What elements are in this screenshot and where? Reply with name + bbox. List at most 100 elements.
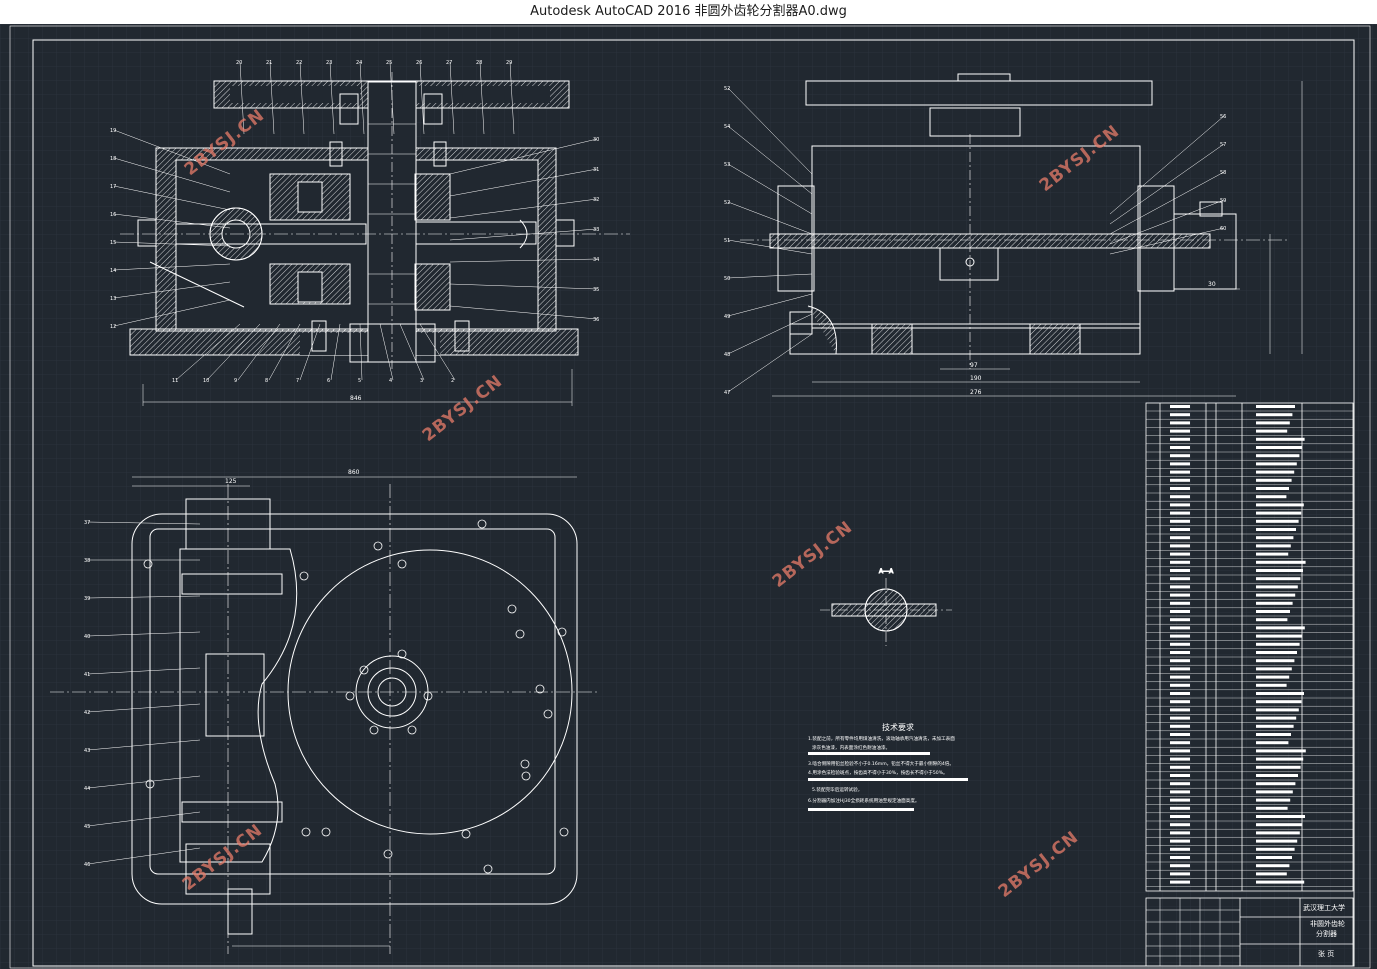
leader-line xyxy=(449,61,455,135)
table-cell-text xyxy=(1256,544,1291,548)
table-cell-text xyxy=(1170,634,1190,638)
drawing-canvas[interactable]: A—A 技术要求 1.装配之前，所有零件均用煤油清洗，滚动轴承用汽油清洗，未加工… xyxy=(0,24,1377,969)
table-cell-text xyxy=(1170,569,1190,572)
table-cell-text xyxy=(1170,724,1190,728)
table-cell-text xyxy=(1170,413,1190,417)
dimension-text: 125 xyxy=(225,478,237,485)
part-number-label: 58 xyxy=(1220,170,1226,176)
tech-req-title: 技术要求 xyxy=(882,722,914,732)
table-cell-text xyxy=(1256,503,1304,507)
table-cell-text xyxy=(1170,610,1190,613)
table-cell-text xyxy=(1256,741,1289,745)
table-cell-text xyxy=(1256,429,1288,433)
table-cell-text xyxy=(1170,462,1190,466)
part-number-label: 34 xyxy=(593,257,599,263)
part-number-label: 5 xyxy=(358,378,361,384)
table-cell-text xyxy=(1170,626,1190,630)
part-number-label: 50 xyxy=(724,276,730,282)
leader-line xyxy=(87,631,201,637)
leader-line xyxy=(449,228,598,241)
leader-line xyxy=(113,157,231,193)
part-number-label: 28 xyxy=(476,60,482,66)
table-cell-text xyxy=(1256,856,1292,859)
part-number-label: 23 xyxy=(326,60,332,66)
table-cell-text xyxy=(1170,421,1190,425)
table-cell-text xyxy=(1256,774,1298,777)
part-number-label: 57 xyxy=(1220,142,1226,148)
table-cell-text xyxy=(1256,823,1303,827)
leader-line xyxy=(727,87,813,175)
part-number-label: 43 xyxy=(84,748,90,754)
table-cell-text xyxy=(1256,765,1301,769)
part-number-label: 49 xyxy=(724,314,730,320)
part-number-label: 35 xyxy=(593,287,599,293)
part-number-label: 18 xyxy=(110,156,116,162)
table-cell-text xyxy=(1170,552,1190,556)
dimension-text: 860 xyxy=(348,469,360,476)
table-cell-text xyxy=(1256,806,1288,810)
leader-line xyxy=(399,323,425,381)
part-number-label: 2 xyxy=(451,378,454,384)
side-view[interactable] xyxy=(740,73,1303,397)
cad-drawing[interactable]: A—A 技术要求 1.装配之前，所有零件均用煤油清洗，滚动轴承用汽油清洗，未加工… xyxy=(0,24,1377,969)
leader-line xyxy=(206,323,261,381)
part-number-label: 44 xyxy=(84,786,90,792)
table-cell-text xyxy=(1256,757,1304,761)
technical-requirements: 技术要求 1.装配之前，所有零件均用煤油清洗，滚动轴承用汽油清洗，未加工表面 涂… xyxy=(808,722,968,811)
leader-line xyxy=(87,739,201,751)
leader-line xyxy=(87,847,201,865)
table-cell-text xyxy=(1170,667,1190,671)
table-cell-text xyxy=(1170,495,1190,499)
tech-req-line: 6.分割器内加注HJ30全损耗系统用油至规定油面高度。 xyxy=(808,797,920,804)
leader-line xyxy=(113,213,231,229)
leader-line xyxy=(449,258,598,263)
table-cell-text xyxy=(1170,782,1190,786)
leader-line xyxy=(269,61,275,135)
table-cell-text xyxy=(1170,749,1190,753)
leader-line xyxy=(329,61,335,135)
leader-line xyxy=(87,775,201,789)
table-cell-text xyxy=(1170,478,1190,482)
table-cell-text xyxy=(1170,847,1190,851)
table-cell-text xyxy=(1170,806,1190,810)
part-number-label: 9 xyxy=(234,378,237,384)
section-a-a-view[interactable]: A—A xyxy=(820,568,952,646)
table-cell-text xyxy=(1256,642,1300,646)
leader-line xyxy=(449,198,598,219)
part-number-label: 14 xyxy=(110,268,116,274)
part-number-label: 52 xyxy=(724,200,730,206)
window-title: Autodesk AutoCAD 2016 非圆外齿轮分割器A0.dwg xyxy=(0,0,1377,24)
dimension-text: 97 xyxy=(970,362,978,369)
section-label: A—A xyxy=(879,568,894,575)
table-cell-text xyxy=(1256,749,1306,753)
table-cell-text xyxy=(1170,560,1190,564)
table-cell-text xyxy=(1256,626,1305,630)
leader-line xyxy=(509,61,515,135)
table-cell-text xyxy=(1256,560,1306,564)
part-number-label: 11 xyxy=(172,378,178,384)
table-cell-text xyxy=(1256,700,1302,704)
table-cell-text xyxy=(1170,659,1190,663)
table-cell-text xyxy=(1170,815,1190,818)
leader-line xyxy=(237,323,281,381)
leader-line xyxy=(727,293,813,317)
parts-list-table[interactable]: 武汉理工大学 非圆外齿轮 分割器 张 页 xyxy=(1145,402,1354,967)
title-block-name-2: 分割器 xyxy=(1316,929,1337,938)
table-cell-text xyxy=(1256,716,1297,720)
leader-line xyxy=(727,239,813,255)
tech-req-line: 1.装配之前，所有零件均用煤油清洗，滚动轴承用汽油清洗，未加工表面 xyxy=(808,735,955,742)
table-cell-text xyxy=(1170,716,1190,720)
part-number-label: 48 xyxy=(724,352,730,358)
table-cell-text xyxy=(1170,683,1190,687)
dimension-texts: 846 30 97 190 276 860 125 xyxy=(225,281,1216,485)
table-cell-text xyxy=(1256,839,1298,843)
table-cell-text xyxy=(1256,519,1299,523)
front-section-view[interactable] xyxy=(120,72,630,406)
table-cell-text xyxy=(1170,790,1190,794)
table-cell-text xyxy=(1256,798,1291,802)
leader-line xyxy=(449,138,598,175)
leader-line xyxy=(87,703,201,713)
table-cell-text xyxy=(1256,790,1293,794)
table-cell-text xyxy=(1256,864,1290,868)
table-cell-text xyxy=(1256,601,1293,605)
